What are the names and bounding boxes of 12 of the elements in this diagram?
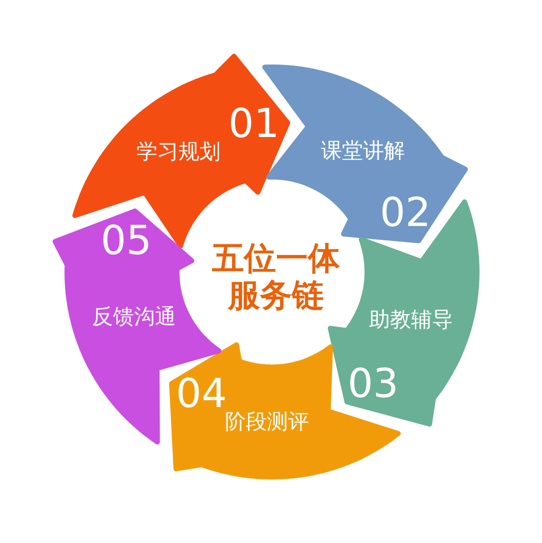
step-number: 05	[100, 221, 152, 262]
step-label: 阶段测评	[224, 411, 309, 432]
step-label: 学习规划	[136, 142, 220, 163]
step-label: 反馈沟通	[92, 306, 176, 328]
diagram-title: 五位一体服务链	[211, 240, 341, 314]
step-number: 03	[348, 364, 398, 404]
step-number: 01	[228, 104, 280, 144]
step-label: 助教辅导	[368, 309, 453, 330]
arrow-segment	[168, 341, 402, 480]
step-label: 课堂讲解	[320, 140, 405, 162]
step-number: 02	[380, 192, 431, 233]
step-number: 04	[176, 374, 227, 414]
